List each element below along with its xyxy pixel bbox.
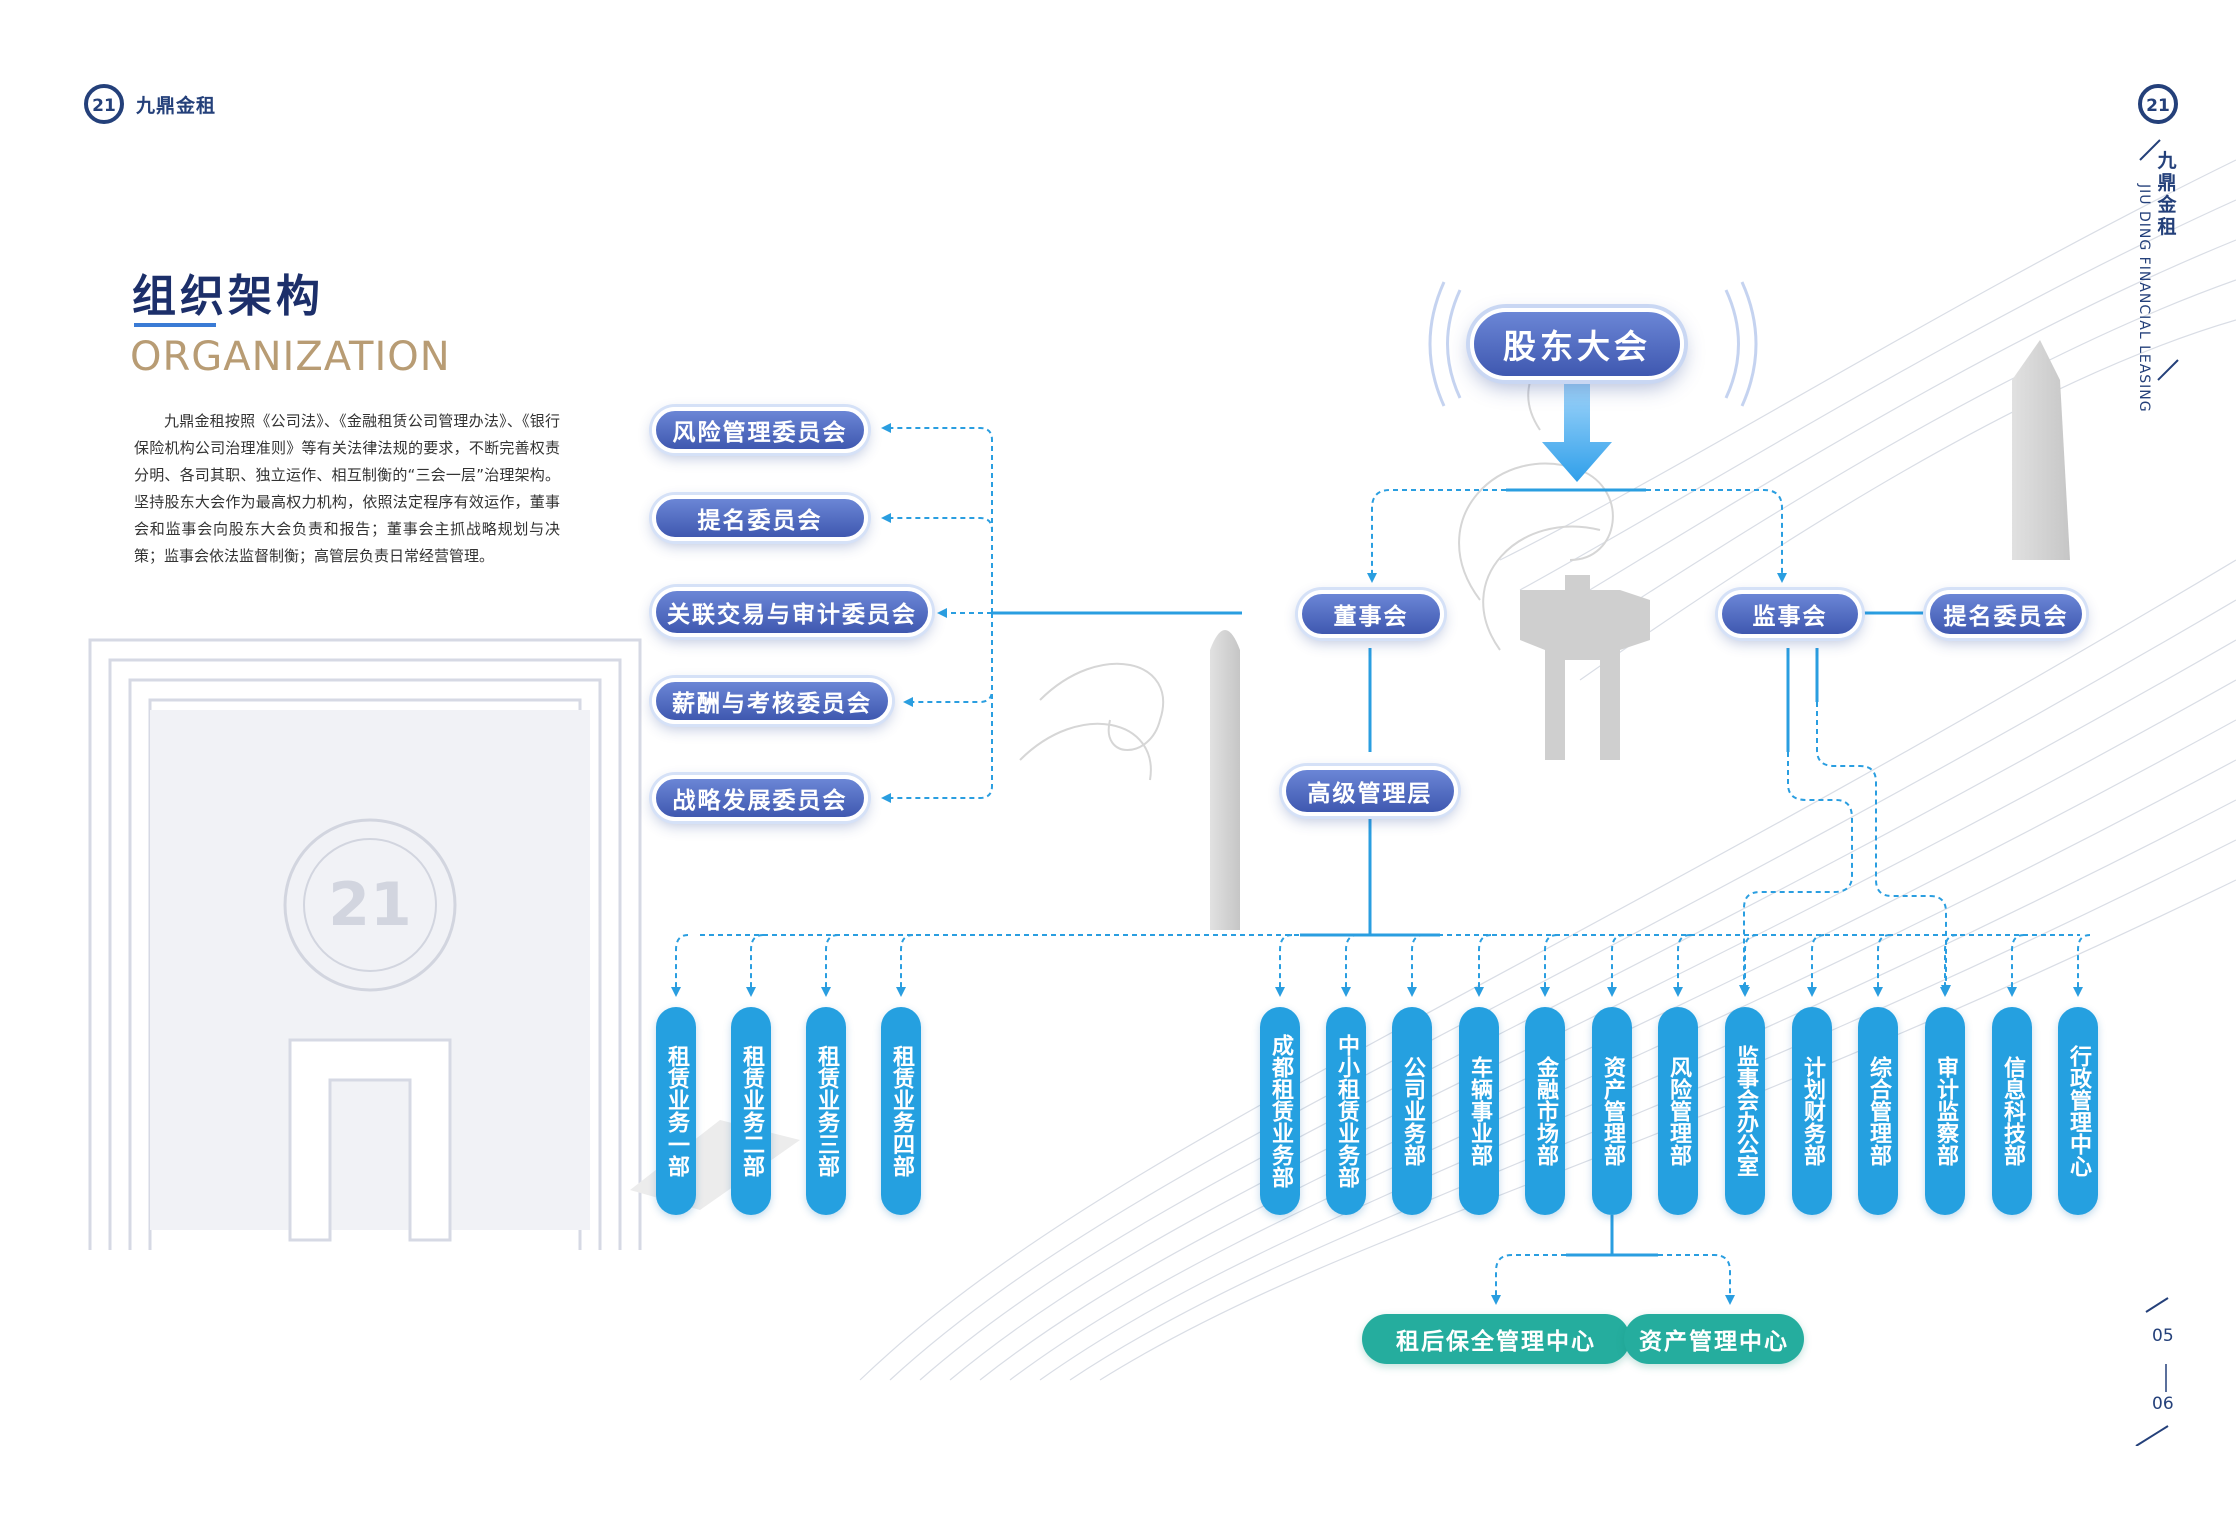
department-6: 中小租赁业务部 bbox=[1326, 1007, 1366, 1215]
page-number-right: 06 bbox=[2152, 1394, 2174, 1414]
department-14: 综合管理部 bbox=[1858, 1007, 1898, 1215]
department-label: 风险管理部 bbox=[1666, 1056, 1691, 1166]
page-title-english: ORGANIZATION bbox=[130, 334, 451, 380]
department-label: 租赁业务四部 bbox=[889, 1045, 914, 1177]
department-1: 租赁业务一部 bbox=[656, 1007, 696, 1215]
node-supervisors: 监事会 bbox=[1718, 590, 1862, 638]
department-12: 监事会办公室 bbox=[1725, 1007, 1765, 1215]
department-label: 租赁业务二部 bbox=[739, 1045, 764, 1177]
department-label: 资产管理部 bbox=[1600, 1056, 1625, 1166]
department-label: 公司业务部 bbox=[1400, 1056, 1425, 1166]
department-connector bbox=[2073, 934, 2091, 997]
department-label: 信息科技部 bbox=[2000, 1056, 2025, 1166]
department-2: 租赁业务二部 bbox=[731, 1007, 771, 1215]
department-label: 行政管理中心 bbox=[2066, 1045, 2091, 1177]
side-brand-english: JIU DING FINANCIAL LEASING bbox=[2136, 184, 2152, 413]
department-label: 租赁业务一部 bbox=[664, 1045, 689, 1177]
committee-compensation: 薪酬与考核委员会 bbox=[652, 678, 892, 724]
department-label: 计划财务部 bbox=[1800, 1056, 1825, 1166]
title-underline bbox=[134, 323, 216, 327]
department-connector bbox=[1873, 934, 1891, 997]
department-connector bbox=[1940, 934, 1958, 997]
department-connector bbox=[671, 934, 689, 997]
department-label: 综合管理部 bbox=[1866, 1056, 1891, 1166]
department-connector bbox=[746, 934, 764, 997]
department-connector bbox=[1540, 934, 1558, 997]
side-brand-name: 九鼎金租 bbox=[2157, 150, 2177, 238]
department-connector bbox=[1407, 934, 1425, 997]
committee-nomination: 提名委员会 bbox=[652, 495, 868, 541]
department-7: 公司业务部 bbox=[1392, 1007, 1432, 1215]
department-17: 行政管理中心 bbox=[2058, 1007, 2098, 1215]
department-connector bbox=[2007, 934, 2025, 997]
node-supervisor-committee: 提名委员会 bbox=[1926, 590, 2086, 638]
sub-center-asset: 资产管理中心 bbox=[1624, 1314, 1804, 1364]
page-title: 组织架构 bbox=[132, 271, 324, 322]
jiuding-logo-icon: 21 bbox=[84, 84, 124, 124]
side-logo-icon: 21 bbox=[2138, 84, 2178, 124]
node-shareholders: 股东大会 bbox=[1470, 308, 1684, 380]
page-number-left: 05 bbox=[2152, 1326, 2174, 1346]
department-connector bbox=[1474, 934, 1492, 997]
department-connector bbox=[1740, 934, 1758, 997]
department-label: 车辆事业部 bbox=[1467, 1056, 1492, 1166]
department-connector bbox=[1673, 934, 1691, 997]
department-4: 租赁业务四部 bbox=[881, 1007, 921, 1215]
department-label: 监事会办公室 bbox=[1733, 1045, 1758, 1177]
department-connector bbox=[1807, 934, 1825, 997]
sub-center-post-lease: 租后保全管理中心 bbox=[1362, 1314, 1630, 1364]
department-connector bbox=[896, 934, 914, 997]
department-5: 成都租赁业务部 bbox=[1260, 1007, 1300, 1215]
svg-text:21: 21 bbox=[2146, 96, 2170, 116]
intro-paragraph: 九鼎金租按照《公司法》、《金融租赁公司管理办法》、《银行保险机构公司治理准则》等… bbox=[134, 412, 560, 565]
department-3: 租赁业务三部 bbox=[806, 1007, 846, 1215]
department-13: 计划财务部 bbox=[1792, 1007, 1832, 1215]
department-label: 租赁业务三部 bbox=[814, 1045, 839, 1177]
svg-text:21: 21 bbox=[92, 96, 116, 116]
svg-text:21: 21 bbox=[328, 870, 412, 940]
department-label: 金融市场部 bbox=[1533, 1056, 1558, 1166]
committee-related-audit: 关联交易与审计委员会 bbox=[652, 587, 932, 637]
department-10: 资产管理部 bbox=[1592, 1007, 1632, 1215]
department-8: 车辆事业部 bbox=[1459, 1007, 1499, 1215]
department-16: 信息科技部 bbox=[1992, 1007, 2032, 1215]
node-board: 董事会 bbox=[1298, 590, 1444, 638]
brand-logo: 21 九鼎金租 bbox=[84, 84, 216, 124]
node-senior-management: 高级管理层 bbox=[1282, 766, 1458, 816]
department-connector bbox=[1341, 934, 1359, 997]
committee-risk: 风险管理委员会 bbox=[652, 407, 868, 453]
department-11: 风险管理部 bbox=[1658, 1007, 1698, 1215]
department-15: 审计监察部 bbox=[1925, 1007, 1965, 1215]
side-brand-dividers bbox=[2139, 139, 2179, 381]
department-connector bbox=[1275, 934, 1293, 997]
department-label: 成都租赁业务部 bbox=[1268, 1034, 1293, 1188]
department-label: 审计监察部 bbox=[1933, 1056, 1958, 1166]
department-label: 中小租赁业务部 bbox=[1334, 1034, 1359, 1188]
committee-strategy: 战略发展委员会 bbox=[652, 775, 868, 821]
department-connector bbox=[821, 934, 839, 997]
page-number-dividers bbox=[2135, 1297, 2169, 1446]
brand-name: 九鼎金租 bbox=[136, 94, 217, 117]
department-9: 金融市场部 bbox=[1525, 1007, 1565, 1215]
department-connector bbox=[1607, 934, 1625, 997]
